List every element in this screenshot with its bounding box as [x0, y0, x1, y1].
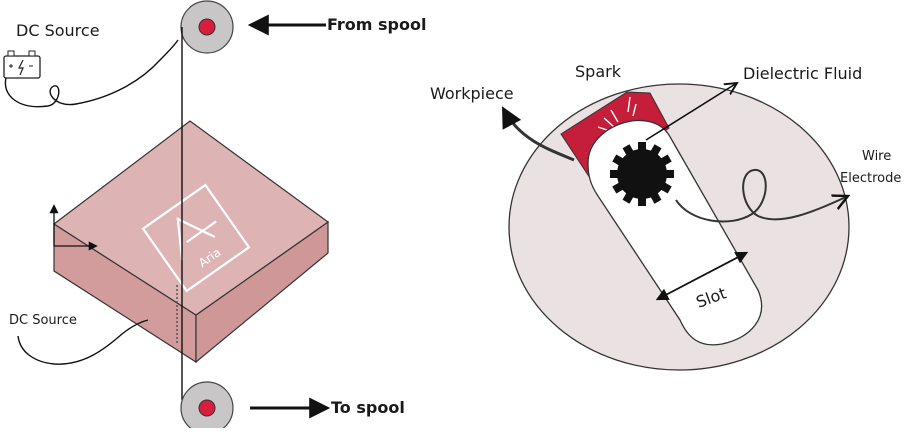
wire-electrode-label-line1: Wire: [862, 149, 892, 164]
workpiece-block-top-face: [52, 120, 330, 316]
slot-width-arrow: [655, 251, 749, 301]
dielectric-fluid-label: Dielectric Fluid: [743, 64, 863, 83]
battery-icon: [3, 50, 41, 79]
spool-pulley-icon: [180, 0, 234, 54]
from-spool-label: From spool: [327, 15, 427, 34]
dc-source-top-cable: [4, 39, 179, 108]
wire-electrode-label-line2: Electrode: [840, 171, 902, 186]
to-spool-label: To spool: [331, 398, 405, 417]
workpiece-label: Workpiece: [430, 84, 514, 103]
dc-source-bottom-label: DC Source: [9, 313, 77, 328]
dc-source-top-label: DC Source: [16, 21, 100, 40]
dc-source-bottom-cable: [17, 319, 149, 365]
dielectric-fluid-arrow: [645, 83, 737, 141]
gear-cross-section-icon: [610, 142, 674, 206]
spool-pulley-icon: [180, 381, 234, 432]
spark-flash-lines: [597, 96, 637, 132]
spark-label: Spark: [575, 62, 621, 81]
axis-indicator: [49, 204, 98, 251]
wire-electrode-arrow: [675, 169, 848, 223]
workpiece-arrow: [502, 106, 575, 162]
